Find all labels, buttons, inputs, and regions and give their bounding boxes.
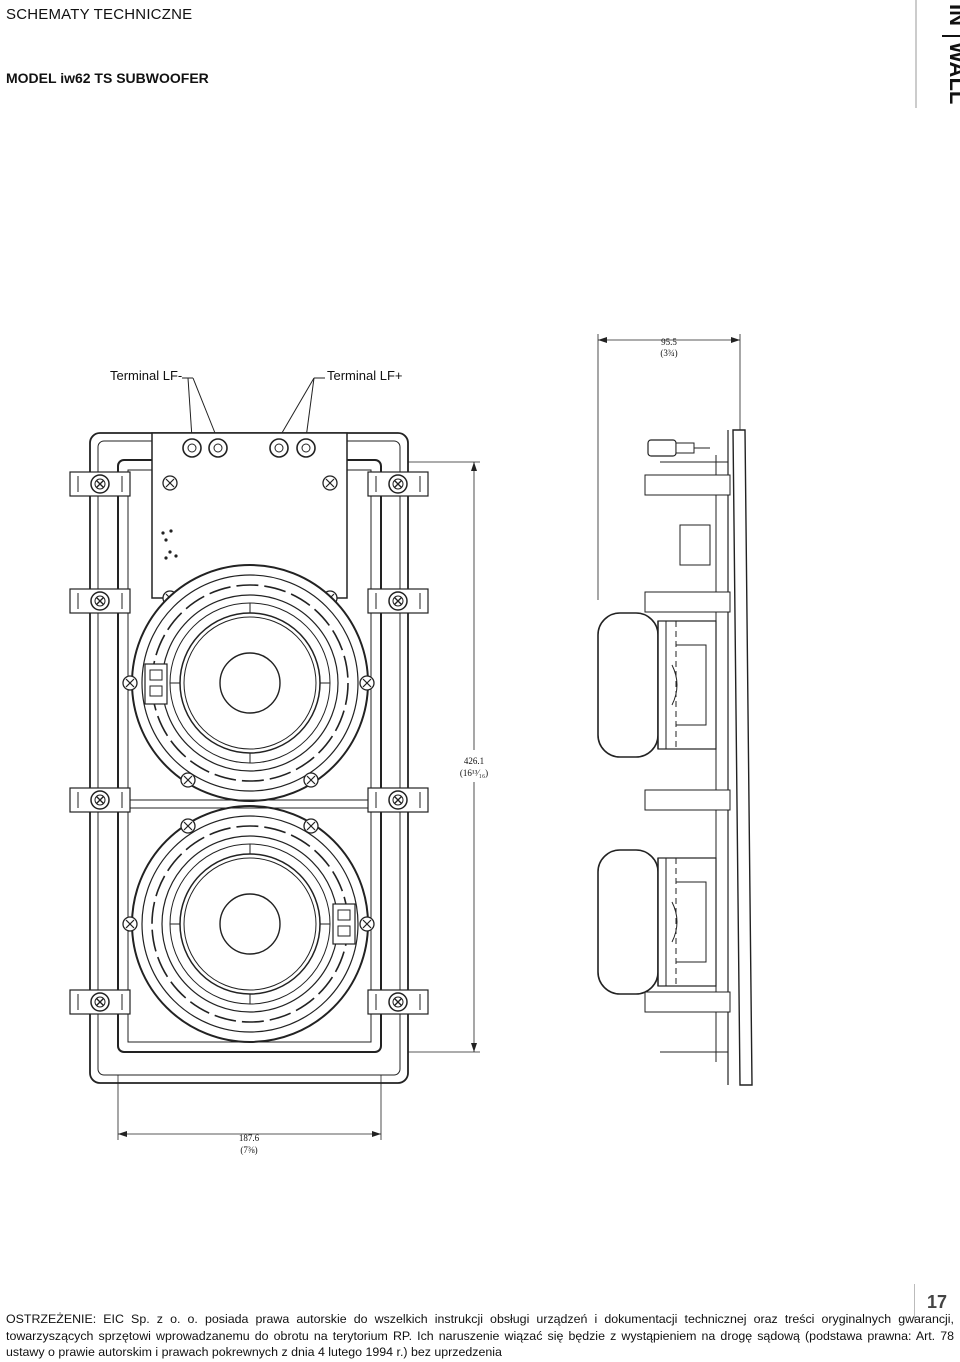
width-dimension-in: (7⅜): [240, 1145, 257, 1155]
page-number: 17: [914, 1284, 959, 1320]
technical-drawing: 426.1 (16¹³⁄₁₆) 187.6 (7⅜) 95.5 (3¾): [69, 334, 753, 1155]
legal-warning: OSTRZEŻENIE: EIC Sp. z o. o. posiada pra…: [6, 1312, 954, 1359]
brand-wall: WALL: [945, 42, 960, 104]
width-dimension-mm: 187.6: [239, 1133, 260, 1143]
height-dimension-in: (16¹³⁄₁₆): [460, 768, 488, 778]
depth-dimension-in: (3¾): [660, 348, 677, 358]
height-dimension-mm: 426.1: [464, 756, 484, 766]
terminal-lf-minus-label: Terminal LF-: [110, 368, 183, 383]
depth-dimension-mm: 95.5: [661, 337, 677, 347]
section-title: SCHEMATY TECHNICZNE: [6, 6, 193, 23]
terminal-lf-plus-label: Terminal LF+: [327, 368, 403, 383]
model-title: MODEL iw62 TS SUBWOOFER: [6, 70, 209, 86]
brand-in: IN: [945, 4, 960, 26]
inwall-logo: IN WALL: [915, 0, 960, 108]
